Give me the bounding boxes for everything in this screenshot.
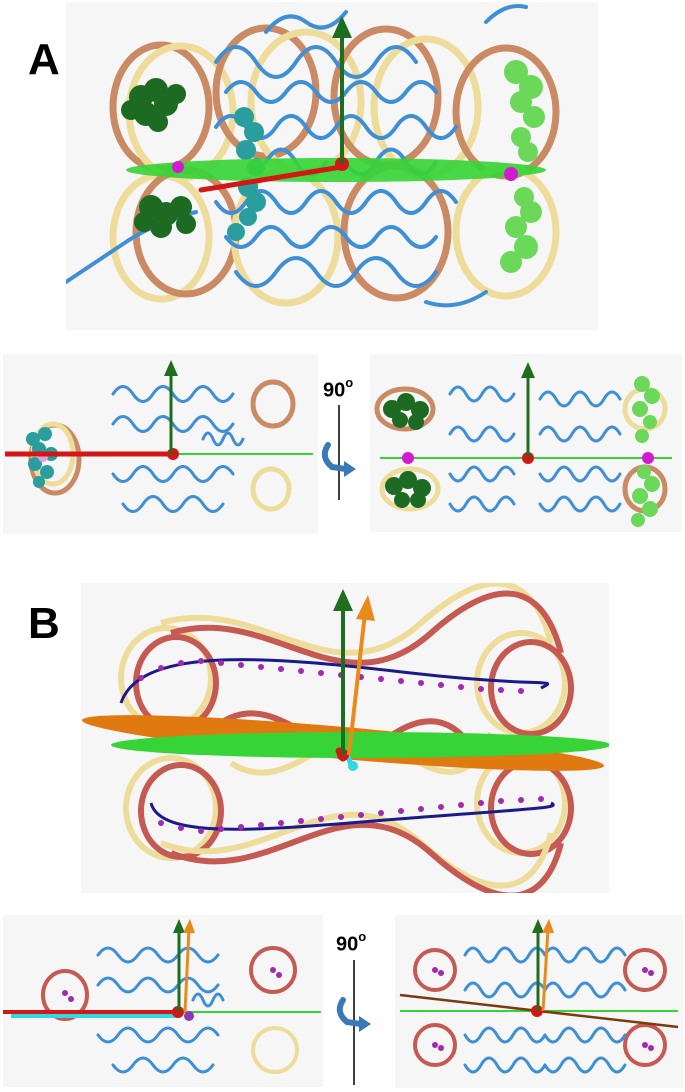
- light-green-sphere-cluster: [500, 60, 545, 273]
- axis-red: [198, 164, 344, 193]
- axis-orange-b-arrowhead: [356, 595, 375, 621]
- dark-green-sphere-cluster-upper: [121, 78, 186, 132]
- axis-orange-b-right: [541, 928, 550, 1012]
- plane-green: [111, 732, 609, 758]
- dna-path-upper: [119, 658, 550, 704]
- axis-green-b-arrowhead: [333, 589, 353, 611]
- dark-green-cluster-side: [383, 393, 431, 508]
- center-point-side: [167, 448, 179, 460]
- panel-a-main-render: [66, 2, 598, 330]
- rotation-unit-a: o: [345, 375, 354, 390]
- rotation-arrow-icon-b: [336, 960, 371, 1085]
- panel-b-main-render: [81, 583, 609, 893]
- panel-a-side-view-left: [3, 354, 318, 534]
- nucleosome-dimer-render-a: [66, 4, 560, 308]
- side-view-render-b-left: [3, 919, 321, 1074]
- rotation-value-b: 90: [336, 933, 359, 956]
- dna-path-lower: [149, 801, 555, 831]
- rotation-label-a: 90o: [323, 375, 354, 402]
- panel-b-side-view-right: [395, 915, 683, 1088]
- dna-superhelix-render-b: [81, 583, 609, 893]
- side-view-render-a-left: [5, 360, 313, 513]
- rotation-label-b: 90o: [336, 929, 367, 956]
- ion-right: [504, 167, 518, 181]
- ion-left: [172, 161, 184, 173]
- panel-b-label: B: [28, 599, 60, 648]
- axis-orange-b: [347, 612, 367, 756]
- axis-green-arrowhead: [332, 16, 352, 38]
- panel-a-side-view-right: [370, 354, 682, 532]
- rotation-value-a: 90: [323, 379, 346, 402]
- panel-b-side-view-left: [3, 915, 323, 1087]
- dark-green-sphere-cluster-lower: [134, 195, 196, 238]
- dna-path-beads: [138, 658, 544, 834]
- rotation-unit-b: o: [358, 929, 367, 944]
- rotation-arrow-icon-a: [321, 405, 356, 500]
- side-view-render-b-right: [399, 919, 679, 1074]
- panel-a-label: A: [28, 35, 60, 84]
- side-view-render-a-right: [374, 362, 672, 527]
- axis-orange-b-left: [183, 928, 191, 1013]
- light-green-cluster-side: [631, 376, 660, 527]
